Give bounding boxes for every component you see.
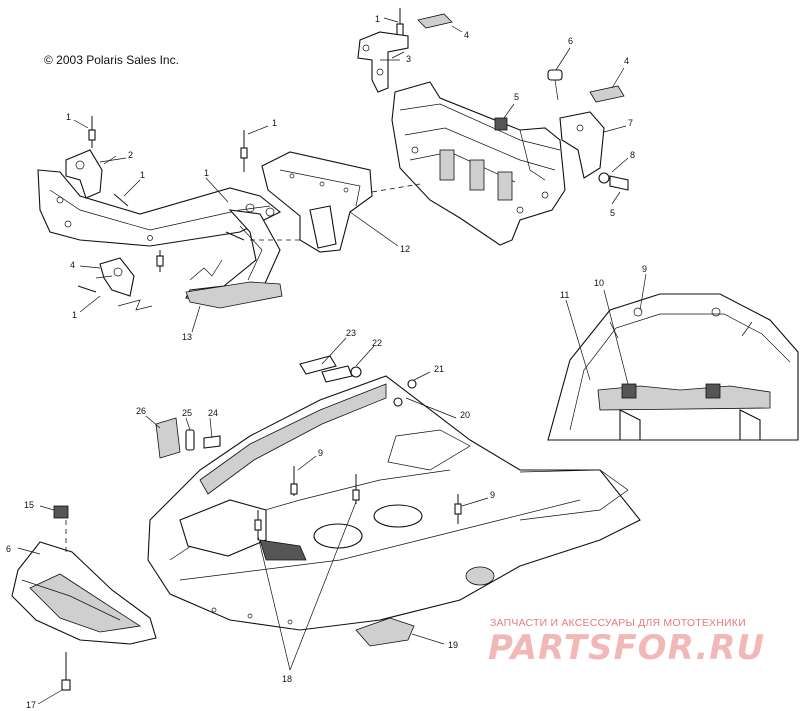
callout-4: 4 — [70, 260, 75, 270]
callout-4: 4 — [624, 56, 629, 66]
callout-12: 12 — [400, 244, 410, 254]
watermark-subtitle: ЗАПЧАСТИ И АКСЕССУАРЫ ДЛЯ МОТОТЕХНИКИ — [490, 617, 746, 629]
callout-2: 2 — [128, 150, 133, 160]
callout-9: 9 — [318, 448, 323, 458]
callout-17: 17 — [26, 700, 36, 710]
copyright-notice: © 2003 Polaris Sales Inc. — [44, 53, 179, 67]
leader-lines — [17, 17, 647, 705]
callout-22: 22 — [372, 338, 382, 348]
nose-pan — [147, 375, 641, 631]
steering-frame — [391, 69, 629, 246]
callout-8: 8 — [630, 150, 635, 160]
callout-6: 6 — [568, 36, 573, 46]
callout-7: 7 — [628, 118, 633, 128]
callout-26: 26 — [136, 406, 146, 416]
callout-1: 1 — [140, 170, 145, 180]
front-frame-rails — [37, 116, 283, 311]
callout-3: 3 — [406, 54, 411, 64]
callout-labels: 1 4 3 6 4 5 7 8 5 1 2 1 1 1 12 4 1 13 11… — [6, 14, 647, 710]
front-bumper — [11, 505, 157, 691]
callout-1: 1 — [272, 118, 277, 128]
callout-1: 1 — [375, 14, 380, 24]
callout-18: 18 — [282, 674, 292, 684]
nose-inset-view — [547, 293, 799, 441]
callout-1: 1 — [66, 112, 71, 122]
callout-9: 9 — [642, 264, 647, 274]
callout-15: 15 — [24, 500, 34, 510]
callout-21: 21 — [434, 364, 444, 374]
hood-hardware — [299, 355, 417, 407]
callout-24: 24 — [208, 408, 218, 418]
callout-1: 1 — [204, 168, 209, 178]
callout-1: 1 — [72, 310, 77, 320]
callout-6: 6 — [6, 544, 11, 554]
bulkhead-bracket — [250, 151, 421, 253]
side-hardware — [155, 417, 221, 459]
callout-20: 20 — [460, 410, 470, 420]
watermark-brand: PARTSFOR.RU — [488, 628, 766, 668]
callout-25: 25 — [182, 408, 192, 418]
callout-19: 19 — [448, 640, 458, 650]
callout-9: 9 — [490, 490, 495, 500]
skid-plate — [355, 617, 415, 647]
callout-4: 4 — [464, 30, 469, 40]
callout-10: 10 — [594, 278, 604, 288]
callout-11: 11 — [560, 290, 569, 300]
callout-5: 5 — [610, 208, 615, 218]
callout-5: 5 — [514, 92, 519, 102]
bracket-assembly-top — [357, 8, 453, 93]
callout-13: 13 — [182, 332, 192, 342]
callout-23: 23 — [346, 328, 356, 338]
